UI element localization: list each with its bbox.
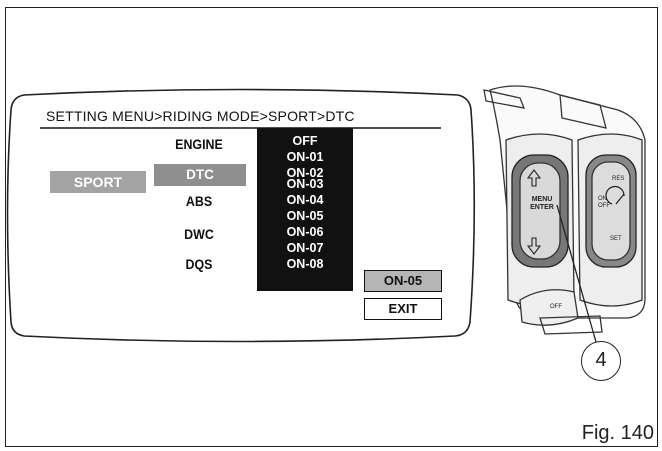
arrow-down-icon — [526, 237, 542, 255]
on-off-label: ON OFF — [598, 196, 610, 210]
breadcrumb: SETTING MENU>RIDING MODE>SPORT>DTC — [46, 108, 355, 124]
menu-item-dtc-selected[interactable]: DTC — [154, 164, 246, 186]
option-on-08[interactable]: ON-08 — [286, 257, 324, 271]
on-label: ON — [598, 196, 607, 202]
option-on-02[interactable]: ON-02 — [286, 166, 324, 180]
lcd-display-outline — [6, 88, 476, 343]
menu-item-engine[interactable]: ENGINE — [175, 137, 223, 152]
option-on-06[interactable]: ON-06 — [286, 225, 324, 239]
dtc-options-list: OFF ON-01 ON-02 ON-03 ON-04 ON-05 ON-06 … — [257, 128, 353, 291]
res-label: RES — [612, 176, 625, 182]
mode-tab-sport[interactable]: SPORT — [50, 171, 146, 193]
exit-button[interactable]: EXIT — [364, 298, 442, 320]
option-on-05[interactable]: ON-05 — [286, 209, 324, 223]
callout-leader — [556, 204, 597, 343]
option-off[interactable]: OFF — [292, 134, 318, 148]
menu-item-dwc[interactable]: DWC — [184, 227, 214, 242]
selected-value-button[interactable]: ON-05 — [364, 270, 442, 292]
handlebar-switch-illustration — [483, 85, 646, 335]
menu-label: MENU — [531, 196, 553, 203]
menu-enter-label: MENU ENTER — [527, 196, 557, 212]
callout-number: 4 — [581, 341, 621, 381]
cruise-icon — [605, 185, 625, 205]
option-on-03[interactable]: ON-03 — [286, 177, 324, 191]
figure-label: Fig. 140 — [581, 422, 654, 444]
option-on-07[interactable]: ON-07 — [286, 241, 324, 255]
option-on-01[interactable]: ON-01 — [286, 150, 324, 164]
set-label: SET — [610, 236, 622, 242]
menu-item-dqs[interactable]: DQS — [185, 257, 213, 272]
arrow-up-icon — [526, 169, 542, 187]
off-label: OFF — [598, 203, 610, 209]
menu-item-abs[interactable]: ABS — [185, 194, 213, 209]
off-switch-label: OFF — [550, 304, 562, 310]
enter-label: ENTER — [530, 204, 554, 211]
option-on-04[interactable]: ON-04 — [286, 193, 324, 207]
